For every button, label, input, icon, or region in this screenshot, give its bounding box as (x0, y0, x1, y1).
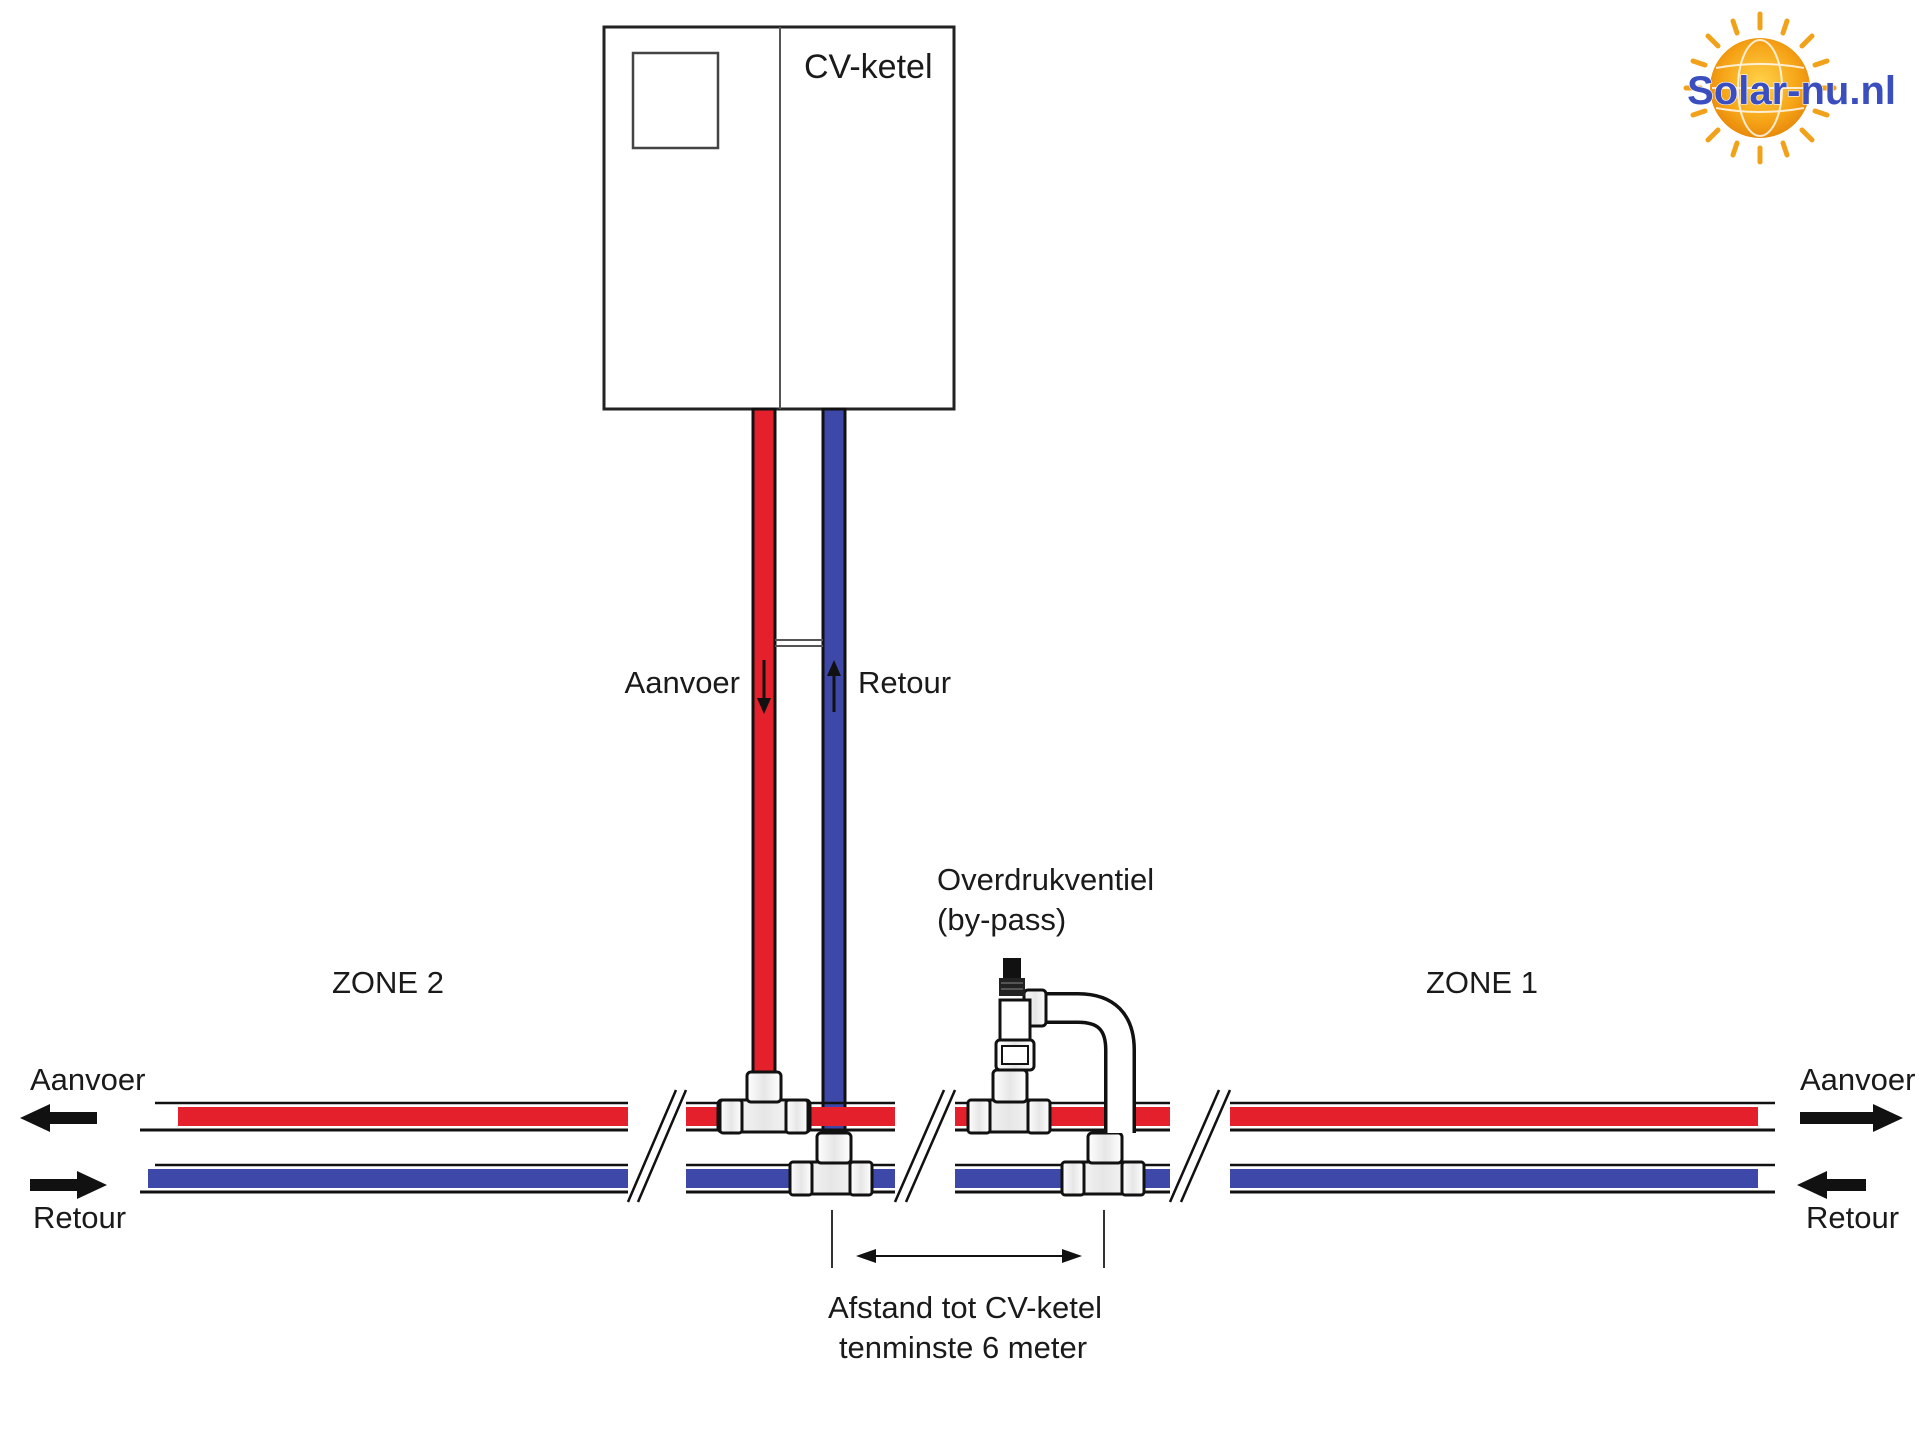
solar-nu-logo[interactable]: Solar-nu.nl (1683, 11, 1897, 165)
supply-flow-arrow-icon (757, 660, 771, 714)
bypass-valve (994, 958, 1136, 1133)
sun-icon (1683, 11, 1837, 165)
boiler-display-window (631, 51, 720, 150)
return-flow-arrow-icon (827, 660, 841, 712)
logo-text: Solar-nu.nl (1687, 69, 1896, 113)
zone-1-label: ZONE 1 (1426, 965, 1538, 1000)
tee-fitting-bypass-supply (966, 1068, 1052, 1135)
vertical-return-label: Retour (858, 665, 951, 700)
tee-fitting-supply (716, 1070, 812, 1135)
left-supply-arrow-icon (20, 1104, 97, 1132)
distance-note-line1: Afstand tot CV-ketel (828, 1290, 1102, 1325)
pipe-break-mark (626, 1089, 688, 1203)
valve-knob-icon (999, 958, 1025, 996)
right-supply-label: Aanvoer (1800, 1062, 1915, 1097)
left-return-label: Retour (33, 1200, 126, 1235)
pipe-break-mark (893, 1089, 957, 1203)
vertical-supply-pipe (751, 407, 777, 1078)
left-supply-label: Aanvoer (30, 1062, 145, 1097)
vertical-supply-label: Aanvoer (625, 665, 740, 700)
distance-note-line2: tenminste 6 meter (839, 1330, 1087, 1365)
tee-fitting-return (788, 1131, 874, 1197)
right-return-arrow-icon (1797, 1171, 1866, 1199)
tee-fitting-bypass-return (1060, 1131, 1146, 1197)
boiler-label: CV-ketel (804, 48, 933, 86)
distance-dimension (831, 1210, 1105, 1268)
boiler-unit: CV-ketel (602, 25, 956, 411)
horizontal-return-pipe (140, 1163, 1775, 1194)
pipe-break-mark (1168, 1089, 1232, 1203)
horizontal-supply-pipe (140, 1101, 1775, 1132)
right-supply-arrow-icon (1800, 1104, 1903, 1132)
valve-label-line2: (by-pass) (937, 902, 1066, 937)
left-return-arrow-icon (30, 1171, 107, 1199)
valve-label-line1: Overdrukventiel (937, 862, 1154, 897)
zone-2-label: ZONE 2 (332, 965, 444, 1000)
right-return-label: Retour (1806, 1200, 1899, 1235)
vertical-return-pipe (821, 407, 847, 1141)
